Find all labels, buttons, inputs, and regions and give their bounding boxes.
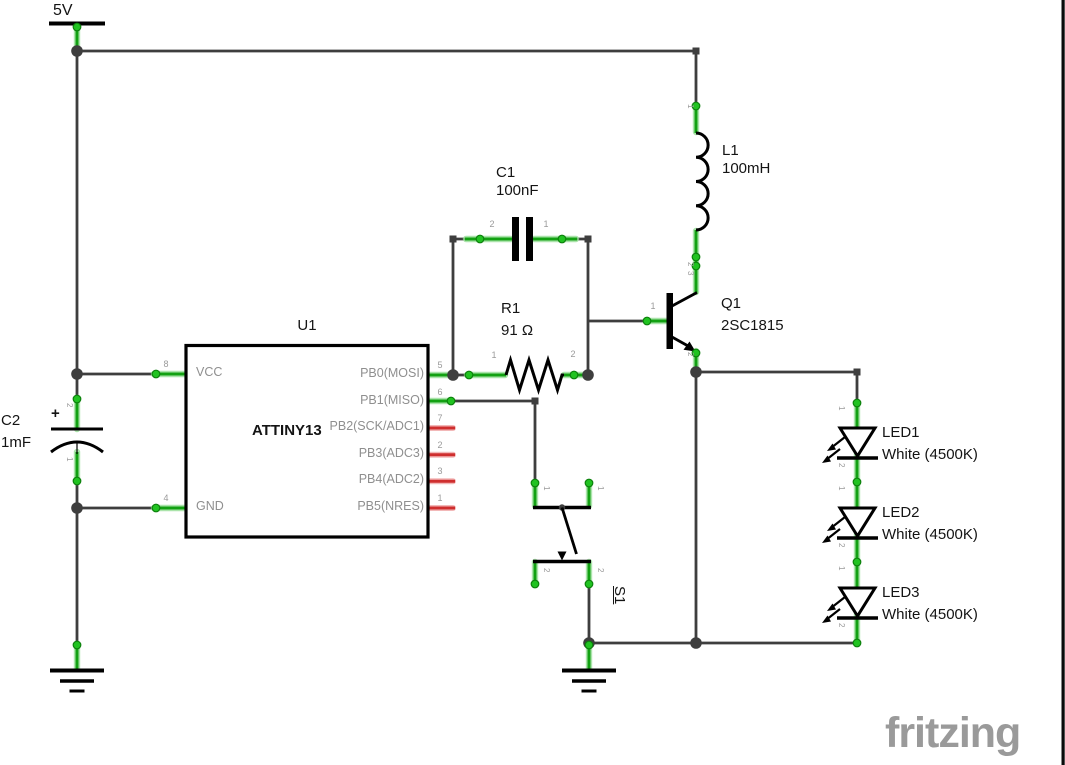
led2-ref-label: LED2 xyxy=(882,504,920,521)
s1-pin-num-top-left: 1 xyxy=(542,486,551,491)
led1-symbol[interactable] xyxy=(822,426,878,463)
ic-pin-num-3: 3 xyxy=(437,466,443,477)
q1-pin-num-collector: 3 xyxy=(686,271,695,276)
led3-ref-label: LED3 xyxy=(882,584,920,601)
pin-terminal-dots xyxy=(72,22,862,650)
led3-value-label: White (4500K) xyxy=(882,606,978,623)
r1-pin-num-right: 2 xyxy=(570,349,576,359)
q1-pin-num-base: 1 xyxy=(650,301,656,311)
r1-pin-num-left: 1 xyxy=(491,350,497,360)
led1-value-label: White (4500K) xyxy=(882,446,978,463)
ic-pin-num-7: 7 xyxy=(437,413,443,424)
c1-pin-num-left: 2 xyxy=(489,219,495,229)
q1-value-label: 2SC1815 xyxy=(721,317,784,334)
switch-s1-symbol[interactable] xyxy=(533,504,591,564)
s1-pin-num-top-right: 1 xyxy=(596,486,605,491)
ic-pin-label-pb3: PB3(ADC3) xyxy=(358,445,424,460)
s1-pin-num-bottom-right: 2 xyxy=(596,568,605,573)
resistor-r1-symbol[interactable] xyxy=(504,354,564,396)
ic-pin-num-2: 2 xyxy=(437,439,443,450)
c2-pin-num-bottom: 1 xyxy=(65,457,74,462)
ic-part-label: ATTINY13 xyxy=(252,422,322,439)
q1-ref-label: Q1 xyxy=(721,295,742,312)
c1-value-label: 100nF xyxy=(496,182,539,199)
transistor-q1-symbol[interactable] xyxy=(666,291,698,352)
l1-pin-num-top: 1 xyxy=(686,104,695,109)
wire-corners xyxy=(449,47,861,405)
ic-pin-label-pb0: PB0(MOSI) xyxy=(360,366,424,380)
capacitor-c2-symbol[interactable] xyxy=(50,427,104,454)
capacitor-c1-symbol[interactable] xyxy=(512,217,533,261)
led1-pin-num-bottom: 2 xyxy=(837,463,846,468)
s1-ref-label: S1 xyxy=(611,586,628,605)
led3-symbol[interactable] xyxy=(822,586,878,623)
led1-pin-num-top: 1 xyxy=(837,406,846,411)
led2-pin-num-top: 1 xyxy=(837,486,846,491)
led2-value-label: White (4500K) xyxy=(882,526,978,543)
led1-ref-label: LED1 xyxy=(882,424,920,441)
ic-pin-num-1: 1 xyxy=(437,493,443,503)
c1-pin-num-right: 1 xyxy=(543,219,549,229)
ic-pin-num-5: 5 xyxy=(437,360,443,370)
c2-polarity-sign: + xyxy=(51,405,60,422)
c2-value-label: 1mF xyxy=(1,434,31,451)
led2-pin-num-bottom: 2 xyxy=(837,543,846,548)
junction-dots xyxy=(71,45,702,649)
ic-ref-label: U1 xyxy=(297,317,317,334)
ic-pin-label-pb4: PB4(ADC2) xyxy=(358,472,424,487)
c1-ref-label: C1 xyxy=(496,164,516,181)
ic-pin-label-pb5: PB5(NRES) xyxy=(357,499,424,513)
led2-symbol[interactable] xyxy=(822,506,878,543)
ground-symbol-left[interactable] xyxy=(50,668,104,693)
power-rail-label: 5V xyxy=(53,2,73,19)
led3-pin-num-top: 1 xyxy=(837,566,846,571)
r1-value-label: 91 Ω xyxy=(501,322,534,339)
l1-pin-num-bottom: 2 xyxy=(686,262,695,267)
ic-pin-num-4: 4 xyxy=(163,493,169,503)
led3-pin-num-bottom: 2 xyxy=(837,623,846,628)
ic-u1-body[interactable] xyxy=(184,343,430,539)
connected-pins[interactable] xyxy=(73,23,861,673)
ic-pin-label-pb1: PB1(MISO) xyxy=(360,392,424,407)
l1-value-label: 100mH xyxy=(722,160,771,177)
net-wires[interactable] xyxy=(75,49,859,645)
q1-pin-num-emitter: 2 xyxy=(686,352,695,357)
ic-pin-num-6: 6 xyxy=(437,386,443,397)
s1-pin-num-bottom-left: 2 xyxy=(542,568,551,573)
ic-pin-label-gnd: GND xyxy=(196,499,224,513)
l1-ref-label: L1 xyxy=(722,142,739,159)
ic-pin-label-vcc: VCC xyxy=(196,365,223,379)
ground-symbol-switch[interactable] xyxy=(562,668,616,693)
r1-ref-label: R1 xyxy=(501,300,521,317)
inductor-l1-symbol[interactable] xyxy=(695,131,710,232)
c2-pin-num-top: 2 xyxy=(65,403,74,408)
right-border-line xyxy=(1061,0,1065,765)
unconnected-pins[interactable] xyxy=(427,425,456,511)
fritzing-watermark: fritzing xyxy=(885,709,1021,757)
ic-pin-num-8: 8 xyxy=(163,359,169,369)
c2-ref-label: C2 xyxy=(1,412,21,429)
ic-pin-label-pb2: PB2(SCK/ADC1) xyxy=(329,419,424,434)
